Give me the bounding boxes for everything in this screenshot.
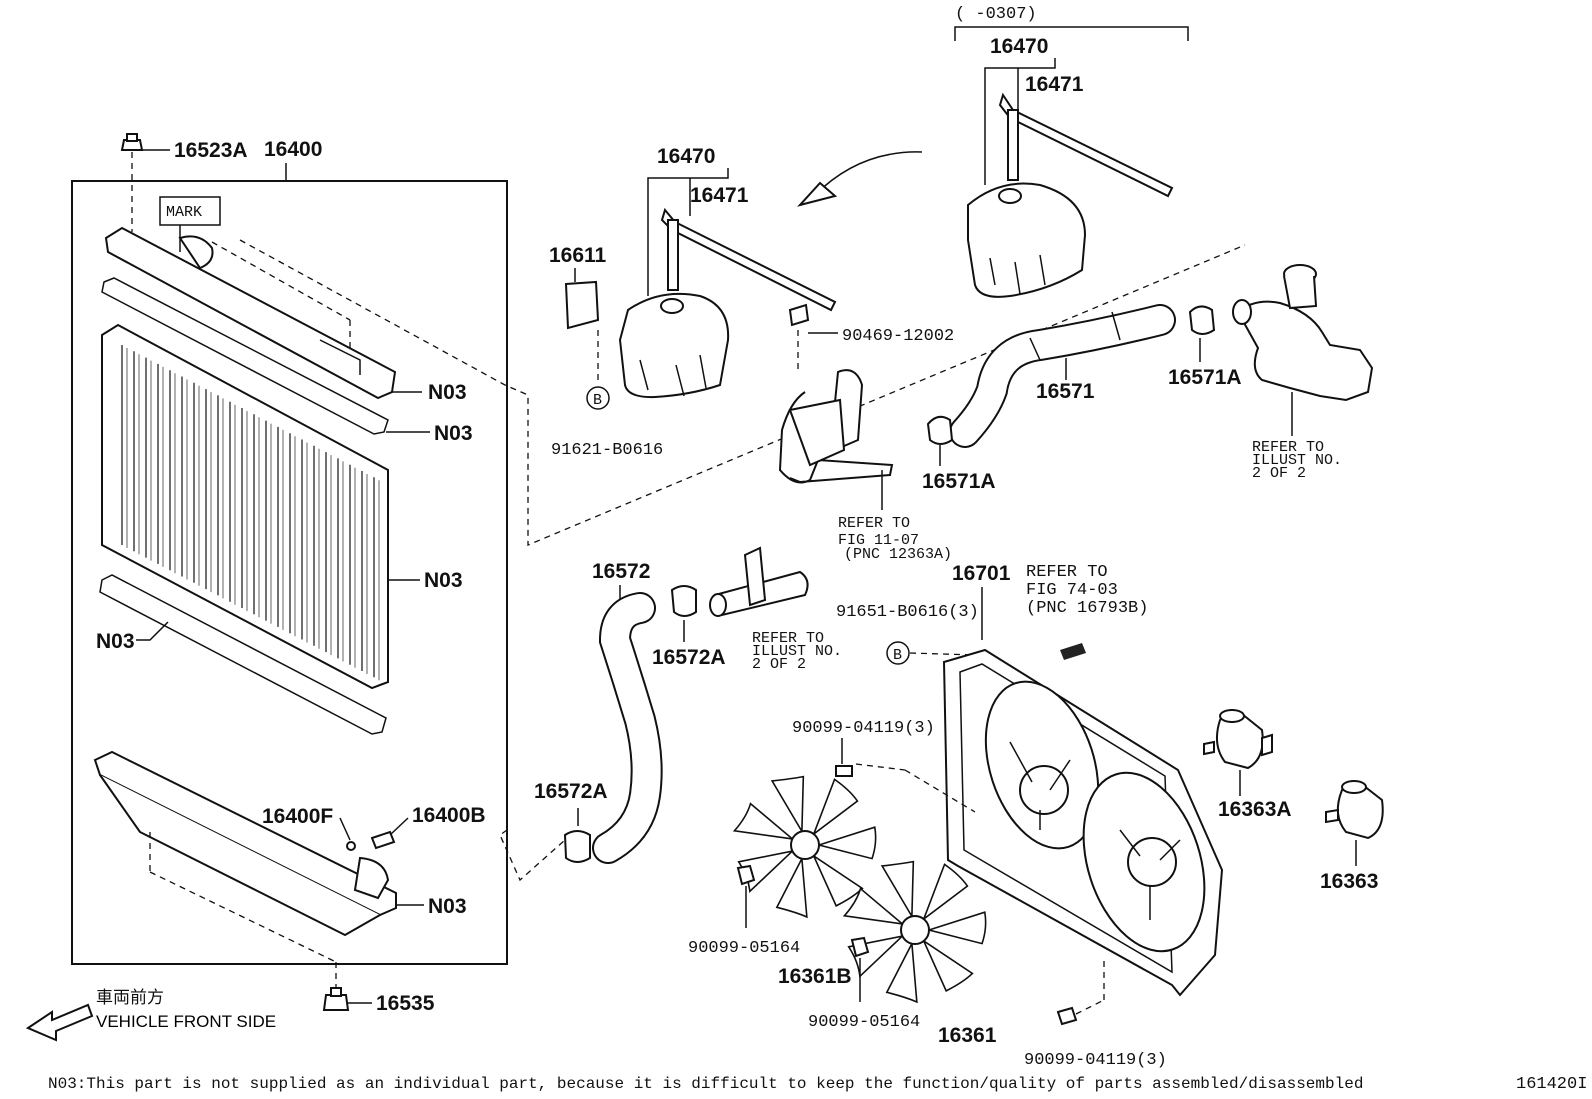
- vehicle-front-jp-label: 車両前方: [96, 988, 164, 1009]
- part-90099-04119-upper-label: 90099-04119(3): [792, 719, 935, 738]
- bolt-ref-b-lower: B: [893, 647, 902, 664]
- water-outlet: REFER TO ILLUST NO. 2 OF 2: [1232, 264, 1374, 482]
- vehicle-front-indicator: 車両前方 VEHICLE FRONT SIDE: [25, 988, 276, 1042]
- hose-clamp-bracket: 90469-12002 REFER TO FIG 11-07 (PNC 1236…: [778, 303, 954, 563]
- radiator-support-cushion: 16535: [322, 962, 435, 1015]
- vehicle-front-en-label: VEHICLE FRONT SIDE: [96, 1012, 276, 1031]
- nut-90099-05164-left: 90099-05164: [688, 864, 800, 958]
- refer-fig1107-line1: REFER TO: [838, 515, 910, 532]
- refer-illust-b-line1: REFER TO: [752, 630, 824, 647]
- radiator-hose-lower: 16572 16572A 16572A: [534, 560, 726, 864]
- fan-blade: [921, 863, 969, 922]
- fan-blade: [732, 802, 796, 841]
- refer-fig1107-line3: (PNC 12363A): [844, 546, 952, 563]
- part-16361-label: 16361: [938, 1024, 997, 1047]
- fan-blade: [816, 826, 877, 860]
- refer-fig7403-line2: FIG 74-03: [1026, 581, 1118, 600]
- nut-90099-05164-right: 90099-05164: [808, 936, 920, 1032]
- refer-fig7403-line1: REFER TO: [1026, 563, 1108, 582]
- refer-fig1107-line2: FIG 11-07: [838, 532, 919, 549]
- radiator-assembly: 16400 16523A MARK N03 N03 N03 N03: [71, 133, 508, 965]
- part-16470-label: 16470: [657, 145, 715, 168]
- part-16400F-label: 16400F: [262, 805, 333, 828]
- refer-fig7403-line3: (PNC 16793B): [1026, 599, 1148, 618]
- fan-blade: [880, 860, 915, 920]
- reservoir-tank-upper: 16470 16471: [967, 35, 1174, 298]
- part-91651-label: 91651-B0616(3): [836, 603, 979, 622]
- reservoir-bracket: 16611 B 91621-B0616: [549, 244, 663, 460]
- fan-hub: [900, 915, 930, 945]
- part-16523A-label: 16523A: [174, 139, 248, 162]
- part-16363-label: 16363: [1320, 870, 1378, 893]
- fan-motor-a: 16363A: [1203, 709, 1292, 821]
- fan-shroud: 16701 REFER TO FIG 74-03 (PNC 16793B) 91…: [836, 562, 1224, 997]
- part-16400-label: 16400: [264, 138, 322, 161]
- refer-illust-a-line1: REFER TO: [1252, 439, 1324, 456]
- n03-upper-gasket-label: N03: [434, 422, 473, 445]
- part-16572-label: 16572: [592, 560, 650, 583]
- part-16363A-label: 16363A: [1218, 798, 1292, 821]
- part-16471-label: 16471: [690, 184, 749, 207]
- water-inlet: REFER TO ILLUST NO. 2 OF 2: [709, 546, 842, 673]
- mark-label: MARK: [166, 204, 202, 221]
- fan-blade: [926, 911, 987, 945]
- n03-core-label: N03: [424, 569, 463, 592]
- fan-blade: [842, 887, 906, 926]
- footer-note: N03:This part is not supplied as an indi…: [48, 1075, 1363, 1093]
- bolt-90099-04119-upper: 90099-04119(3): [792, 719, 976, 813]
- part-90469-label: 90469-12002: [842, 327, 954, 346]
- part-16571A-lower-label: 16571A: [922, 470, 996, 493]
- fan-motor-b: 16363: [1320, 780, 1384, 893]
- refer-illust-b-line2: ILLUST NO.: [752, 643, 842, 660]
- fan-blade: [770, 775, 805, 835]
- part-16701-label: 16701: [952, 562, 1011, 585]
- fan-hub: [790, 830, 820, 860]
- n03-upper-tank-label: N03: [428, 381, 467, 404]
- direction-arrow: [797, 151, 923, 207]
- fan-blade: [811, 778, 859, 837]
- part-16571A-upper-label: 16571A: [1168, 366, 1242, 389]
- fan-blade: [811, 853, 864, 907]
- n03-lower-gasket-label: N03: [96, 630, 135, 653]
- fan-blade: [775, 855, 808, 919]
- part-16611-label: 16611: [549, 244, 607, 267]
- part-16572A-upper-label: 16572A: [652, 646, 726, 669]
- model-range-bracket: ( -0307): [954, 5, 1189, 41]
- part-16535-label: 16535: [376, 992, 435, 1015]
- part-90099-05164-right-label: 90099-05164: [808, 1013, 920, 1032]
- refer-illust-a-line3: 2 OF 2: [1252, 465, 1306, 482]
- fan-16361B: 16361B: [732, 775, 877, 988]
- fan-16361: 16361: [842, 860, 997, 1047]
- part-16471-upper-label: 16471: [1025, 73, 1084, 96]
- fan-blade: [885, 940, 918, 1004]
- reservoir-tank: 16470 16471: [618, 145, 837, 399]
- part-16571-label: 16571: [1036, 380, 1095, 403]
- n03-lower-tank-label: N03: [428, 895, 467, 918]
- radiator-core-fins: [121, 345, 380, 681]
- refer-illust-b-line3: 2 OF 2: [752, 656, 806, 673]
- part-16572A-lower-label: 16572A: [534, 780, 608, 803]
- part-16470-upper-label: 16470: [990, 35, 1048, 58]
- part-90099-04119-lower-label: 90099-04119(3): [1024, 1051, 1167, 1070]
- radiator-hose-upper: 16571 16571A 16571A: [922, 304, 1242, 493]
- radiator-assembly-box: [71, 180, 508, 965]
- refer-illust-a-line2: ILLUST NO.: [1252, 452, 1342, 469]
- part-16361B-label: 16361B: [778, 965, 852, 988]
- illustration-code: 161420I: [1516, 1075, 1587, 1094]
- fan-blade: [921, 938, 974, 992]
- part-16400B-label: 16400B: [412, 804, 486, 827]
- bolt-ref-b-upper: B: [593, 392, 602, 409]
- model-range-label: ( -0307): [955, 5, 1037, 24]
- bolt-90099-04119-lower: 90099-04119(3): [1024, 960, 1167, 1070]
- part-91621-label: 91621-B0616: [551, 441, 663, 460]
- part-90099-05164-left-label: 90099-05164: [688, 939, 800, 958]
